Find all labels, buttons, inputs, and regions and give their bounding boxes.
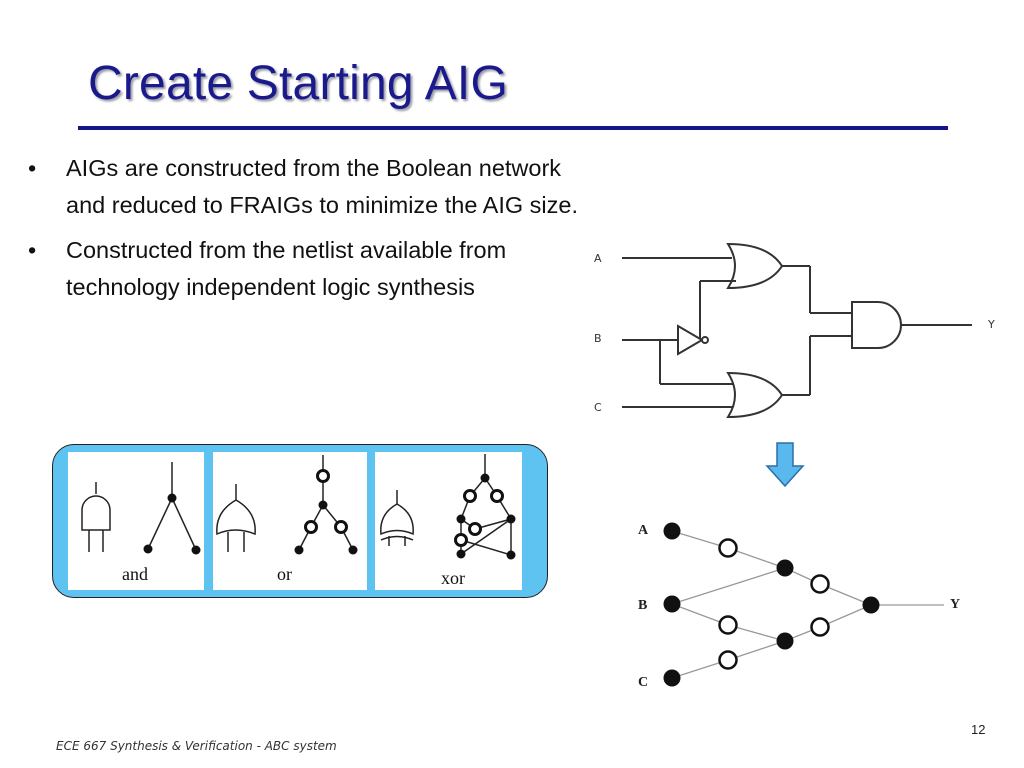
bullet-marker: •: [28, 237, 37, 263]
xor-gate-diagram: [380, 454, 516, 560]
slide-title: Create Starting AIG: [88, 57, 509, 110]
aig-input-a: A: [638, 523, 649, 538]
page-number: 12: [971, 722, 986, 737]
or-gate-diagram: [216, 455, 358, 555]
and-label: and: [122, 564, 148, 584]
down-arrow-icon: [765, 442, 805, 488]
bullet-item: • AIGs are constructed from the Boolean …: [28, 150, 598, 224]
bullet-text: Constructed from the netlist available f…: [66, 237, 507, 300]
xor-label: xor: [441, 568, 465, 588]
xor-example-cell: xor: [375, 452, 522, 590]
aig-input-c: C: [638, 675, 648, 690]
bullet-item: • Constructed from the netlist available…: [28, 232, 598, 306]
circuit-input-b: B: [594, 332, 602, 345]
and-gate-diagram: [81, 462, 201, 555]
slide-footer: ECE 667 Synthesis & Verification - ABC s…: [56, 739, 337, 753]
and-example-cell: and: [68, 452, 204, 590]
bullet-text: AIGs are constructed from the Boolean ne…: [66, 155, 578, 218]
or-example-cell: or: [213, 452, 367, 590]
gate-circuit-diagram: A B C Y: [594, 242, 995, 419]
aig-input-b: B: [638, 598, 647, 613]
circuit-input-a: A: [594, 252, 602, 265]
bullet-list: • AIGs are constructed from the Boolean …: [28, 150, 598, 314]
aig-output-y: Y: [950, 597, 960, 612]
circuit-input-c: C: [594, 401, 602, 414]
or-label: or: [277, 564, 292, 584]
circuit-output-y: Y: [987, 318, 995, 331]
bullet-marker: •: [28, 155, 37, 181]
aig-graph: A B C Y: [638, 522, 960, 690]
title-underline: [78, 126, 948, 130]
